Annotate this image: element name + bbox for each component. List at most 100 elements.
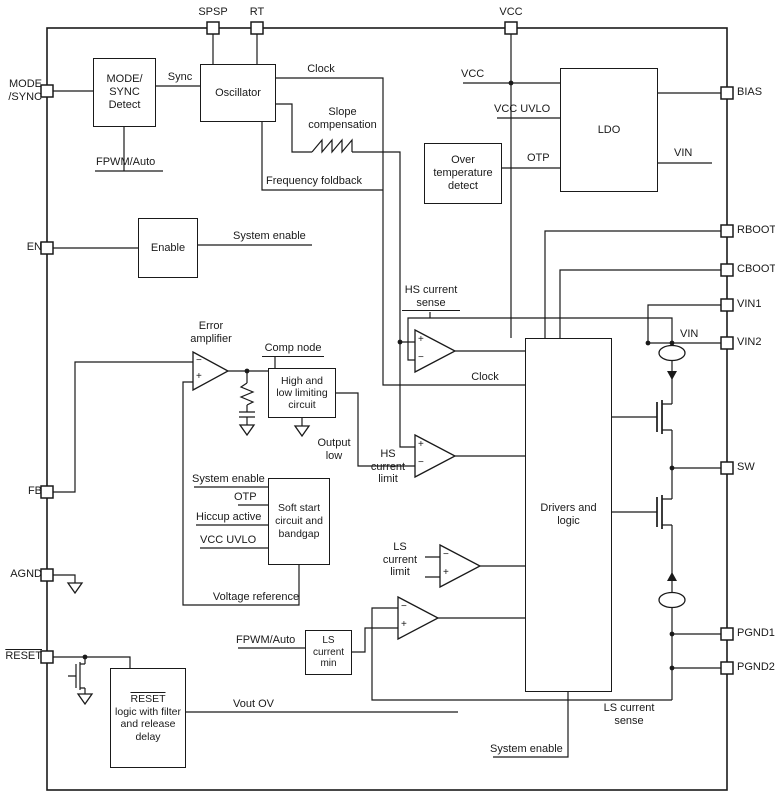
wire-clock <box>276 77 525 386</box>
signal-label-hs-current-sense: HS current sense <box>402 284 460 311</box>
signal-label-clock-drivers: Clock <box>471 371 499 383</box>
pin-label-pgnd1: PGND1 <box>737 627 775 639</box>
hs-limit-minus-mark: − <box>418 457 424 468</box>
fb-pin <box>40 485 54 499</box>
signal-label-system-enable: System enable <box>233 230 306 242</box>
vin1-pin <box>720 298 734 312</box>
pin-label-cboot: CBOOT <box>737 263 775 275</box>
pin-label-en: EN <box>26 241 42 253</box>
pin-label-vin1: VIN1 <box>737 298 762 310</box>
wire-ls-limit-inputs <box>425 556 440 578</box>
cboot-pin <box>720 263 734 277</box>
signal-label-ls-current-limit: LS current limit <box>382 541 418 578</box>
signal-label-hs-current-limit: HS current limit <box>370 448 406 485</box>
signal-label-error-amplifier: Error amplifier <box>190 320 232 345</box>
reset-block-title: RESET <box>130 693 166 705</box>
bias-pin <box>720 86 734 100</box>
wires <box>53 34 721 758</box>
pin-label-reset: RESET <box>5 650 42 662</box>
signal-label-vout-ov: Vout OV <box>233 698 274 710</box>
signal-label-vin-sw: VIN <box>680 328 699 340</box>
pin-label-fb: FB <box>27 485 42 497</box>
block-drivers-and-logic: Drivers and logic <box>525 338 612 692</box>
signal-label-system-enable-drv: System enable <box>490 743 563 755</box>
ls-sense-plus-mark: + <box>401 619 407 630</box>
signal-label-frequency-foldback: Frequency foldback <box>266 175 362 187</box>
wire-ls-sense <box>371 607 673 701</box>
wire-voltage-reference <box>182 381 300 606</box>
wire-gate-drives <box>612 416 657 513</box>
current-arrow-down <box>667 371 677 380</box>
resistor-symbol <box>239 382 255 406</box>
block-soft-start: Soft start circuit and bandgap <box>268 478 330 565</box>
ls-current-sense-element <box>658 591 686 609</box>
wire-frequency-foldback <box>261 122 383 191</box>
wire-enable <box>53 244 312 249</box>
junction-dots <box>82 80 675 671</box>
ls-current-sense-comparator <box>397 595 440 641</box>
signal-label-vcc-uvlo-ss: VCC UVLO <box>200 534 257 546</box>
agnd-pin <box>40 568 54 582</box>
ground-symbols <box>66 424 311 706</box>
pin-label-rt: RT <box>249 6 265 18</box>
wire-power-stage <box>647 304 721 669</box>
signal-label-system-enable-ss: System enable <box>192 473 265 485</box>
wire-comparator-outputs <box>438 350 525 619</box>
wire-comp-node <box>228 370 268 425</box>
pin-squares <box>40 21 734 675</box>
error-amplifier-symbol <box>192 350 230 392</box>
vin2-pin <box>720 336 734 350</box>
signal-label-voltage-reference: Voltage reference <box>212 591 300 603</box>
signal-label-vcc-ldo: VCC <box>461 68 485 80</box>
signal-label-slope-compensation: Slope compensation <box>308 106 377 131</box>
pin-label-rboot: RBOOT <box>737 224 775 236</box>
error-amp-plus-mark: + <box>196 371 202 382</box>
pin-label-vin2: VIN2 <box>737 336 762 348</box>
hs-current-sense-element <box>658 344 686 362</box>
ground-symbol <box>293 425 311 438</box>
signal-label-ls-current-sense: LS current sense <box>603 702 655 727</box>
pgnd1-pin <box>720 627 734 641</box>
sawtooth-waveform <box>311 138 353 154</box>
pin-label-pgnd2: PGND2 <box>737 661 775 673</box>
wire-ls-min <box>238 627 398 653</box>
hs-current-limit-comparator <box>414 433 457 479</box>
ground-symbol <box>238 424 256 437</box>
signal-label-otp-ss: OTP <box>234 491 257 503</box>
signal-label-vin-ldo: VIN <box>674 147 693 159</box>
signal-label-vcc-uvlo: VCC UVLO <box>494 103 551 115</box>
spsp-pin <box>206 21 220 35</box>
block-ls-current-min: LS current min <box>305 630 352 675</box>
ls-fet-symbol <box>656 495 672 529</box>
pin-label-vcc: VCC <box>499 6 523 18</box>
pin-label-agnd: AGND <box>10 568 42 580</box>
hs-current-sense-comparator <box>414 328 457 374</box>
pin-label-sw: SW <box>737 461 755 473</box>
error-amp-minus-mark: − <box>196 355 202 366</box>
wire-reset-fet <box>53 656 131 694</box>
rboot-pin <box>720 224 734 238</box>
wire-mode-sync <box>53 85 200 172</box>
wire-fb <box>53 361 193 493</box>
hs-fet-symbol <box>656 400 672 434</box>
vcc-pin <box>504 21 518 35</box>
pin-label-mode-sync: MODE /SYNC <box>8 78 42 103</box>
block-reset-logic: RESET logic with filter and release dela… <box>110 668 186 768</box>
block-enable: Enable <box>138 218 198 278</box>
wire-boot <box>544 230 721 338</box>
signal-label-fpwm-auto-top: FPWM/Auto <box>96 156 156 168</box>
chip-boundary <box>46 27 728 791</box>
reset-block-body: logic with filter and release delay <box>115 705 181 743</box>
block-ldo: LDO <box>560 68 658 192</box>
ls-limit-plus-mark: + <box>443 567 449 578</box>
ground-symbol <box>66 582 84 595</box>
sw-pin <box>720 461 734 475</box>
hs-limit-plus-mark: + <box>418 439 424 450</box>
pgnd2-pin <box>720 661 734 675</box>
wire-hs-sense <box>407 317 673 361</box>
signal-label-hiccup-active: Hiccup active <box>196 511 262 523</box>
ls-current-limit-comparator <box>439 543 482 589</box>
wire-limiting-out <box>301 392 415 467</box>
